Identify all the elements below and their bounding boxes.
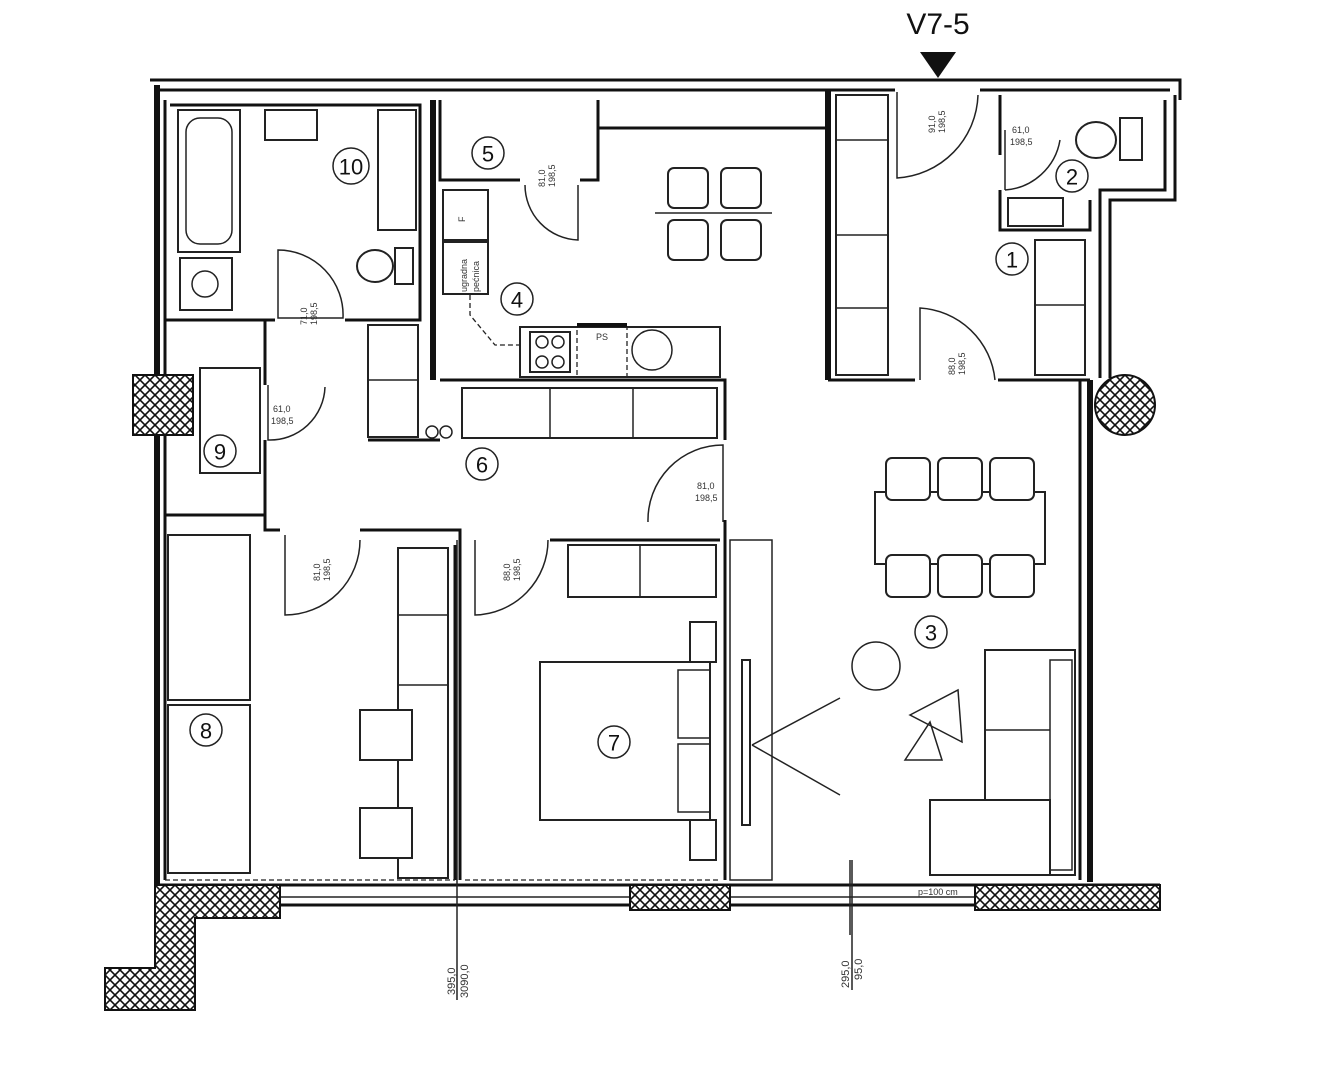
door-label-width: 91,0 [927, 115, 937, 133]
builtin-fridge-icon [442, 241, 489, 295]
door-label-width: 61,0 [1012, 125, 1030, 135]
lamp-icon [851, 641, 901, 691]
door-label-height: 198,5 [937, 110, 947, 133]
room-8: 8 [189, 713, 223, 747]
room-2: 2 [1055, 159, 1089, 193]
dimensions: 395,0 3090,0 295,0 95,0 [446, 540, 865, 1000]
parapet-note: p=100 cm [918, 887, 958, 897]
tv-icon [741, 659, 751, 826]
dimension-label: 95,0 [853, 959, 865, 980]
bathtub-icon [177, 109, 241, 253]
room-9: 9 [203, 434, 237, 468]
wardrobe-icon [1034, 239, 1086, 376]
room-numbers: 1 2 3 4 5 6 7 8 9 10 [189, 136, 1089, 759]
ps-label: PS [596, 332, 608, 342]
room-10: 10 [332, 147, 370, 185]
room-1: 1 [995, 242, 1029, 276]
sink-icon [631, 329, 673, 371]
builtin-fridge-label: ugradna [459, 259, 469, 292]
door-label-width: 88,0 [502, 563, 512, 581]
door-label-height: 198,5 [271, 416, 294, 426]
door-label-width: 81,0 [537, 169, 547, 187]
door-label-width: 71,0 [299, 307, 309, 325]
furniture: F ugradna pećnica PS [167, 94, 1143, 935]
unit-label: V7-5 [906, 8, 969, 41]
room-4: 4 [500, 282, 534, 316]
wardrobe-icon [567, 544, 717, 598]
dimension-label: 395,0 [446, 967, 458, 995]
door-label-height: 198,5 [1010, 137, 1033, 147]
bed-icon [167, 704, 251, 874]
builtin-fridge-label: pećnica [471, 261, 481, 292]
room-number: 4 [511, 288, 523, 313]
sink-icon [264, 109, 318, 141]
room-3: 3 [914, 615, 948, 649]
room-number: 1 [1006, 248, 1018, 273]
washing-machine-icon [179, 257, 233, 311]
door-label-width: 61,0 [273, 404, 291, 414]
sink-icon [1007, 197, 1064, 227]
room-number: 6 [476, 453, 488, 478]
door-label-height: 198,5 [695, 493, 718, 503]
room-5: 5 [471, 136, 505, 170]
room-number: 5 [482, 142, 494, 167]
door-label-height: 198,5 [547, 164, 557, 187]
door-label-height: 198,5 [309, 302, 319, 325]
fridge-label: F [457, 216, 467, 222]
room-6: 6 [465, 447, 499, 481]
toilet-icon [356, 249, 394, 283]
door-label-height: 198,5 [512, 558, 522, 581]
fridge-icon [442, 189, 489, 241]
stove-icon [529, 331, 571, 373]
double-bed-icon [539, 661, 711, 821]
door-label-width: 88,0 [947, 357, 957, 375]
entrance-marker-icon [920, 52, 956, 78]
room-number: 7 [608, 731, 620, 756]
door-label-width: 81,0 [312, 563, 322, 581]
coffee-table-icon [903, 688, 963, 761]
doors [267, 92, 1061, 616]
room-number: 9 [214, 440, 226, 465]
structural-hatch [104, 374, 1161, 1011]
bed-icon [167, 534, 251, 701]
room-number: 10 [339, 155, 363, 180]
dining-set-small [655, 167, 772, 261]
chair-icon [359, 709, 413, 761]
dimension-label: 3090,0 [459, 964, 471, 998]
door-label-height: 198,5 [957, 352, 967, 375]
chair-icon [359, 807, 413, 859]
room-number: 2 [1066, 165, 1078, 190]
room-number: 8 [200, 719, 212, 744]
toilet-icon [1075, 121, 1117, 159]
room-number: 3 [925, 621, 937, 646]
interior-walls [165, 90, 1092, 881]
door-label-width: 81,0 [697, 481, 715, 491]
dining-table [874, 457, 1046, 598]
door-label-height: 198,5 [322, 558, 332, 581]
dimension-label: 295,0 [840, 960, 852, 988]
room-7: 7 [597, 725, 631, 759]
